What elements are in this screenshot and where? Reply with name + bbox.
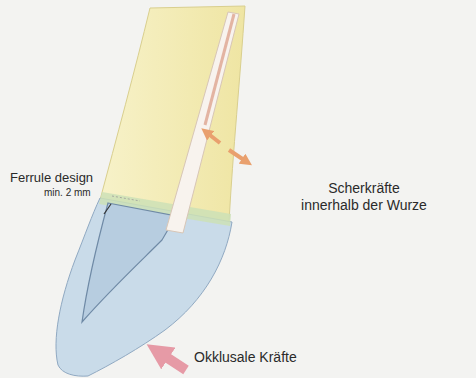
part-label: Ferrule design [10, 170, 93, 186]
root-canal [205, 14, 234, 125]
force-label: Scherkräfte innerhalb der Wurze [300, 180, 428, 214]
core-buildup [82, 203, 176, 322]
dimension-label: min. 2 mm [44, 187, 91, 199]
leader-line [112, 196, 140, 201]
occlusal-force-arrow [160, 353, 186, 370]
dimension-tick [104, 204, 111, 214]
shear-arrow [229, 150, 247, 162]
force-label: Okklusale Kräfte [194, 349, 297, 366]
root-post [166, 12, 239, 233]
shear-arrow [206, 132, 220, 143]
